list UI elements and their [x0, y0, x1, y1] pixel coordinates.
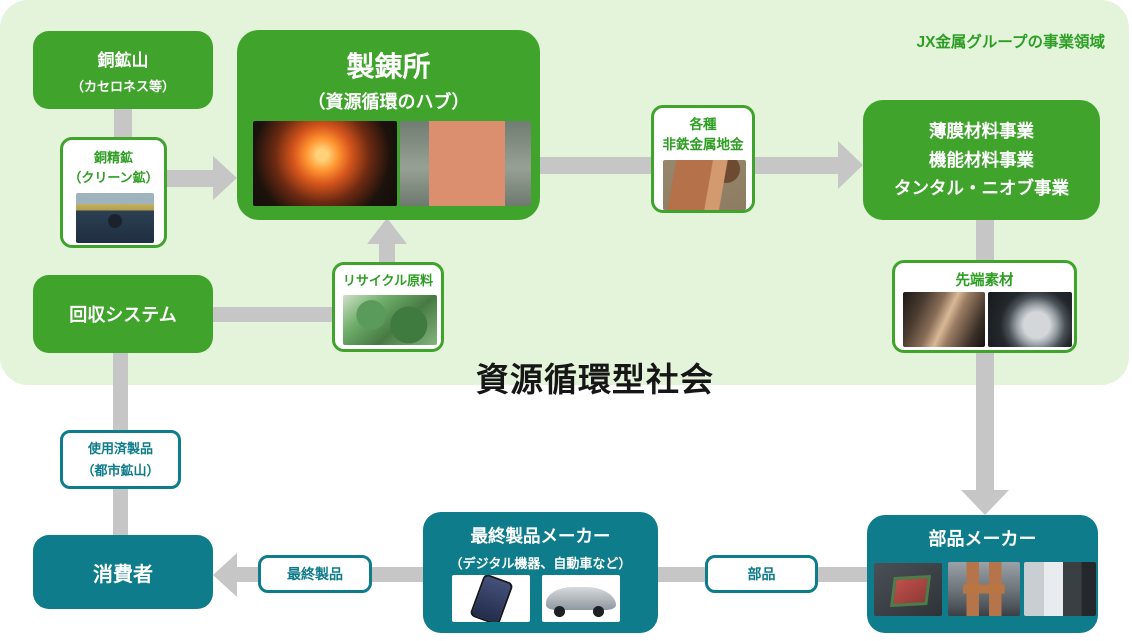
parts-title: 部品: [747, 566, 776, 582]
label-recycled-materials: リサイクル原料: [332, 262, 444, 352]
semiconductor-package-image: [874, 563, 942, 616]
ingots-line2: 非鉄金属地金: [662, 137, 744, 153]
recovery-system-title: 回収システム: [69, 305, 177, 325]
copper-concentrate-line1: 銅精鉱: [93, 150, 133, 165]
circuit-boards-image: [343, 295, 437, 345]
smartphone-shape: [469, 575, 514, 622]
smelter-subtitle: （資源循環のハブ）: [307, 92, 470, 112]
cable-connector-image: [1024, 562, 1096, 616]
car-image: [542, 575, 620, 622]
copper-foil-image: [903, 292, 985, 347]
ingots-line1: 各種: [689, 117, 717, 132]
sputtering-target-image: [988, 292, 1072, 347]
copper-cathode-plant-image: [400, 121, 531, 206]
arrow-concentrate-to-smelter-shaft: [167, 170, 213, 187]
arrow-smelter-to-businesses-head: [838, 141, 863, 189]
used-products-line1: 使用済製品: [87, 441, 153, 456]
car-wheel-front: [553, 606, 566, 618]
node-smelter: 製錬所 （資源循環のハブ）: [237, 30, 540, 220]
node-materials-businesses: 薄膜材料事業 機能材料事業 タンタル・ニオブ事業: [863, 100, 1100, 220]
business-line-thin-film: 薄膜材料事業: [929, 121, 1034, 142]
used-products-line2: （都市鉱山）: [81, 462, 160, 478]
node-copper-mine: 銅鉱山 （カセロネス等）: [33, 31, 213, 109]
node-consumer: 消費者: [33, 535, 213, 609]
label-final-products: 最終製品: [258, 555, 372, 593]
copper-anode-image: [663, 160, 746, 210]
arrow-concentrate-to-smelter-head: [213, 156, 237, 200]
arrow-finalmaker-to-consumer-head: [213, 553, 237, 597]
final-maker-title: 最終製品メーカー: [470, 526, 611, 546]
society-headline: 資源循環型社会: [476, 361, 714, 398]
node-recovery-system: 回収システム: [33, 275, 213, 353]
label-advanced-materials: 先端素材: [892, 260, 1077, 353]
arrow-recycle-to-smelter-head: [367, 218, 407, 244]
recycled-materials-title: リサイクル原料: [342, 273, 434, 288]
chip-die-shape: [890, 575, 932, 608]
label-parts: 部品: [705, 555, 818, 593]
ship-unloading-image: [76, 193, 154, 243]
label-used-products: 使用済製品 （都市鉱山）: [60, 430, 181, 489]
advanced-materials-title: 先端素材: [955, 273, 1014, 289]
arrow-mine-to-concentrate: [114, 106, 132, 140]
copper-mine-title: 銅鉱山: [97, 50, 149, 70]
smartphone-image: [452, 575, 530, 622]
car-wheel-rear: [592, 606, 605, 618]
final-maker-subtitle: （デジタル機器、自動車など）: [449, 556, 632, 571]
node-final-product-maker: 最終製品メーカー （デジタル機器、自動車など）: [423, 512, 658, 633]
molten-copper-pouring-image: [253, 121, 397, 206]
smelter-title: 製錬所: [346, 51, 431, 82]
copper-concentrate-line2: （クリーン鉱）: [68, 169, 159, 185]
final-products-title: 最終製品: [287, 566, 343, 582]
consumer-title: 消費者: [93, 563, 153, 586]
business-line-tantalum-niobium: タンタル・ニオブ事業: [894, 178, 1069, 199]
arrow-recovery-to-recycle: [213, 307, 332, 322]
parts-maker-title: 部品メーカー: [928, 529, 1037, 549]
arrow-recycle-to-smelter-shaft: [379, 240, 395, 264]
label-nonferrous-ingots: 各種 非鉄金属地金: [651, 105, 755, 213]
business-domain-label: JX金属グループの事業領域: [916, 34, 1105, 51]
arrow-businesses-to-partsmaker-head: [961, 490, 1009, 515]
copper-mine-subtitle: （カセロネス等）: [70, 78, 175, 94]
label-copper-concentrate: 銅精鉱 （クリーン鉱）: [60, 137, 167, 248]
business-line-functional: 機能材料事業: [929, 149, 1034, 170]
car-body-shape: [545, 587, 617, 610]
copper-flex-connector-image: [948, 562, 1020, 616]
node-parts-maker: 部品メーカー: [867, 515, 1098, 633]
